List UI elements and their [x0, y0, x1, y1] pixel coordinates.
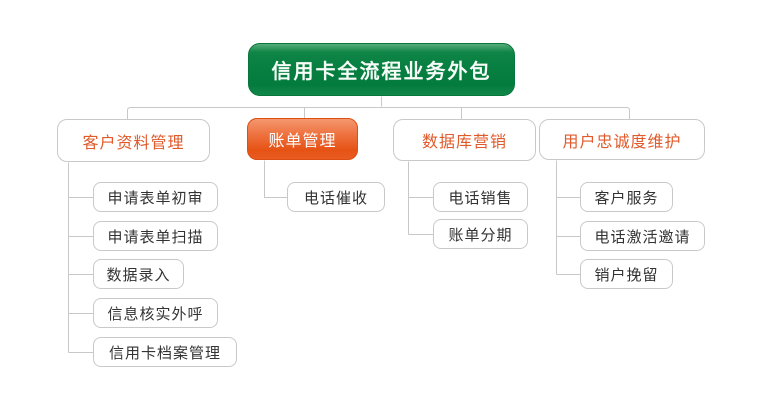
child-node-phone-activation-invite[interactable]: 电话激活邀请	[580, 221, 705, 251]
branch-node-database-marketing[interactable]: 数据库营销	[393, 119, 536, 161]
child-node-application-form-review[interactable]: 申请表单初审	[93, 182, 218, 212]
child-node-credit-card-archive[interactable]: 信用卡档案管理	[93, 337, 237, 367]
child-node-bill-installment[interactable]: 账单分期	[433, 219, 528, 249]
child-node-application-form-scan[interactable]: 申请表单扫描	[93, 221, 218, 251]
branch-node-billing[interactable]: 账单管理	[247, 118, 358, 160]
child-node-data-entry[interactable]: 数据录入	[93, 259, 184, 289]
root-node[interactable]: 信用卡全流程业务外包	[248, 43, 515, 96]
branch-node-customer-data[interactable]: 客户资料管理	[57, 119, 210, 162]
child-node-info-verification-call[interactable]: 信息核实外呼	[93, 298, 218, 328]
child-node-customer-service[interactable]: 客户服务	[580, 182, 673, 212]
child-node-account-retention[interactable]: 销户挽留	[580, 259, 673, 289]
branch-node-loyalty[interactable]: 用户忠诚度维护	[539, 119, 705, 160]
child-node-telemarketing[interactable]: 电话销售	[433, 182, 528, 212]
child-node-phone-collection[interactable]: 电话催收	[287, 182, 385, 212]
